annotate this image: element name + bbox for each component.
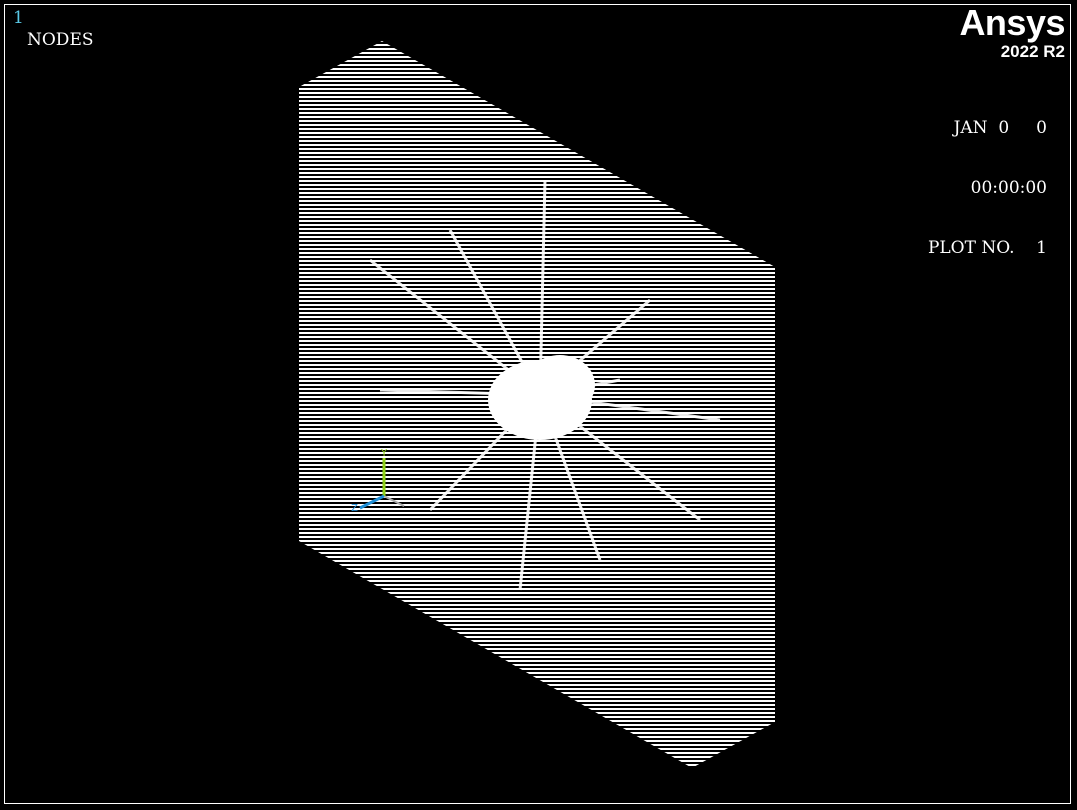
triad-z-label: Z: [351, 503, 358, 514]
plot-type-label: NODES: [27, 30, 94, 50]
coordinate-triad: Y Z: [351, 448, 405, 514]
window-number: 1: [13, 8, 24, 28]
triad-x-axis: [383, 495, 405, 507]
datestamp: JAN 0 0 00:00:00 PLOT NO. 1: [928, 78, 1047, 298]
plot-number-label: PLOT NO. 1: [927, 238, 1047, 258]
date-label: JAN 0 0: [953, 118, 1047, 138]
ansys-logo: Ansys 2022 R2: [959, 4, 1065, 62]
refined-node-cluster: [488, 355, 595, 440]
triad-z-axis: [359, 494, 385, 510]
logo-wordmark: Ansys: [959, 2, 1065, 43]
time-label: 00:00:00: [970, 178, 1047, 198]
version-label: 2022 R2: [1000, 42, 1065, 61]
triad-y-label: Y: [380, 448, 388, 459]
